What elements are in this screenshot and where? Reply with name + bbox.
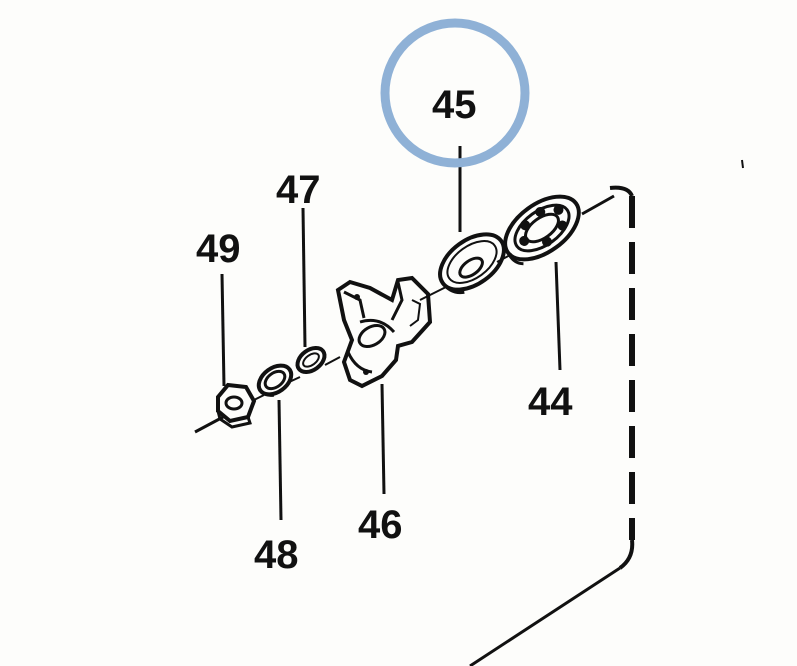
callout-49-label: 49	[196, 227, 241, 271]
leader-46	[380, 383, 386, 495]
callout-45-label: 45	[432, 83, 477, 127]
leader-44	[554, 261, 562, 371]
leader-47	[301, 207, 307, 348]
callout-46-label: 46	[358, 503, 403, 547]
leader-49	[220, 273, 226, 387]
hex-nut-49	[216, 382, 257, 429]
shaft-centerline	[194, 194, 615, 434]
leader-48	[277, 399, 283, 521]
callout-47-label: 47	[276, 168, 321, 212]
washer-47	[295, 346, 327, 374]
callout-48-label: 48	[254, 533, 299, 577]
flange-yoke-46	[335, 275, 433, 389]
callout-45-highlight-ring	[380, 18, 530, 168]
callout-labels: 44 45 46 47 48 49	[196, 83, 573, 577]
housing-outline	[469, 159, 744, 666]
washer-48	[256, 363, 294, 397]
callout-44-label: 44	[528, 380, 573, 424]
leader-lines	[220, 146, 562, 521]
ball-bearing-44	[503, 194, 581, 266]
